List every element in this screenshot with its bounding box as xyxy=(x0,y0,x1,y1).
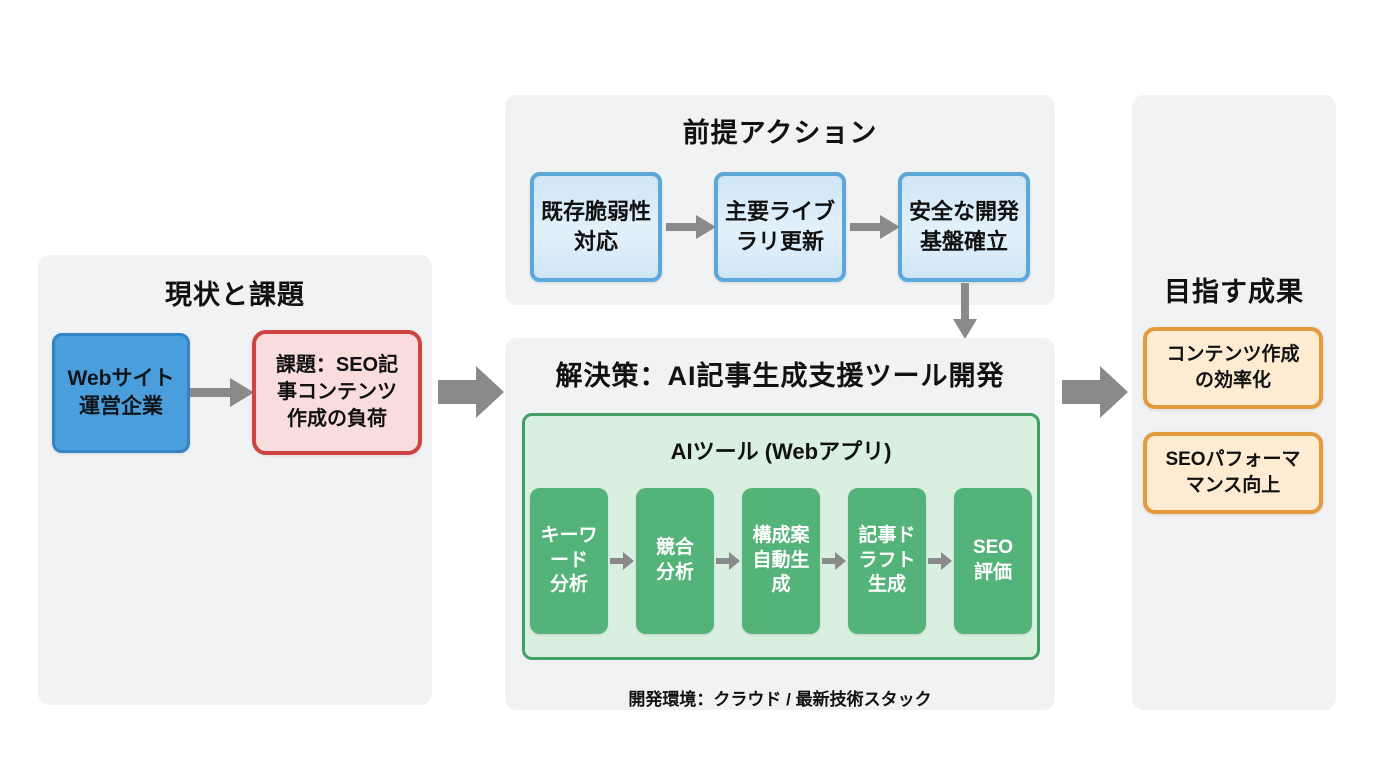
arrow-down-icon xyxy=(953,283,977,339)
step-library-update-node: 主要ライブ ラリ更新 xyxy=(714,172,846,282)
arrow-right-icon xyxy=(716,552,740,570)
block-arrow-right-icon xyxy=(1062,366,1128,418)
ai-tool-container: AIツール (Webアプリ) キーワ ード 分析 競合 分析 構成案 自動生 成 xyxy=(522,413,1040,660)
pipeline-outline-generation-node: 構成案 自動生 成 xyxy=(742,488,820,634)
pipeline-keyword-analysis-node: キーワ ード 分析 xyxy=(530,488,608,634)
outcome-seo-performance-node: SEOパフォーマ マンス向上 xyxy=(1143,432,1323,514)
solution-title: 解決策：AI記事生成支援ツール開発 xyxy=(555,361,1005,391)
target-outcomes-title: 目指す成果 xyxy=(1164,277,1304,307)
pipeline-seo-evaluation-node: SEO 評価 xyxy=(954,488,1032,634)
step-secure-foundation-node: 安全な開発 基盤確立 xyxy=(898,172,1030,282)
current-state-title: 現状と課題 xyxy=(165,280,305,310)
arrow-right-icon xyxy=(822,552,846,570)
block-arrow-right-icon xyxy=(438,366,504,418)
pipeline-row: キーワ ード 分析 競合 分析 構成案 自動生 成 記事ド ラフト 生成 xyxy=(525,488,1037,634)
solution-panel: 解決策：AI記事生成支援ツール開発 AIツール (Webアプリ) キーワ ード … xyxy=(505,338,1055,710)
arrow-right-icon xyxy=(928,552,952,570)
target-outcomes-panel: 目指す成果 コンテンツ作成 の効率化 SEOパフォーマ マンス向上 xyxy=(1132,95,1336,710)
arrow-right-icon xyxy=(610,552,634,570)
pipeline-competitor-analysis-node: 競合 分析 xyxy=(636,488,714,634)
website-company-node: Webサイト 運営企業 xyxy=(52,333,190,453)
prerequisite-actions-title: 前提アクション xyxy=(682,118,878,148)
pipeline-draft-generation-node: 記事ド ラフト 生成 xyxy=(848,488,926,634)
problem-node: 課題：SEO記 事コンテンツ 作成の負荷 xyxy=(252,330,422,455)
step-vulnerability-node: 既存脆弱性 対応 xyxy=(530,172,662,282)
current-state-panel: 現状と課題 Webサイト 運営企業 課題：SEO記 事コンテンツ 作成の負荷 xyxy=(38,255,432,705)
outcome-content-efficiency-node: コンテンツ作成 の効率化 xyxy=(1143,327,1323,409)
arrow-right-icon xyxy=(850,215,900,239)
prerequisite-actions-panel: 前提アクション 既存脆弱性 対応 主要ライブ ラリ更新 安全な開発 基盤確立 xyxy=(505,95,1055,305)
ai-tool-title: AIツール (Webアプリ) xyxy=(670,439,892,464)
arrow-right-icon xyxy=(190,378,254,407)
arrow-right-icon xyxy=(666,215,716,239)
dev-environment-note: 開発環境：クラウド / 最新技術スタック xyxy=(628,690,932,709)
